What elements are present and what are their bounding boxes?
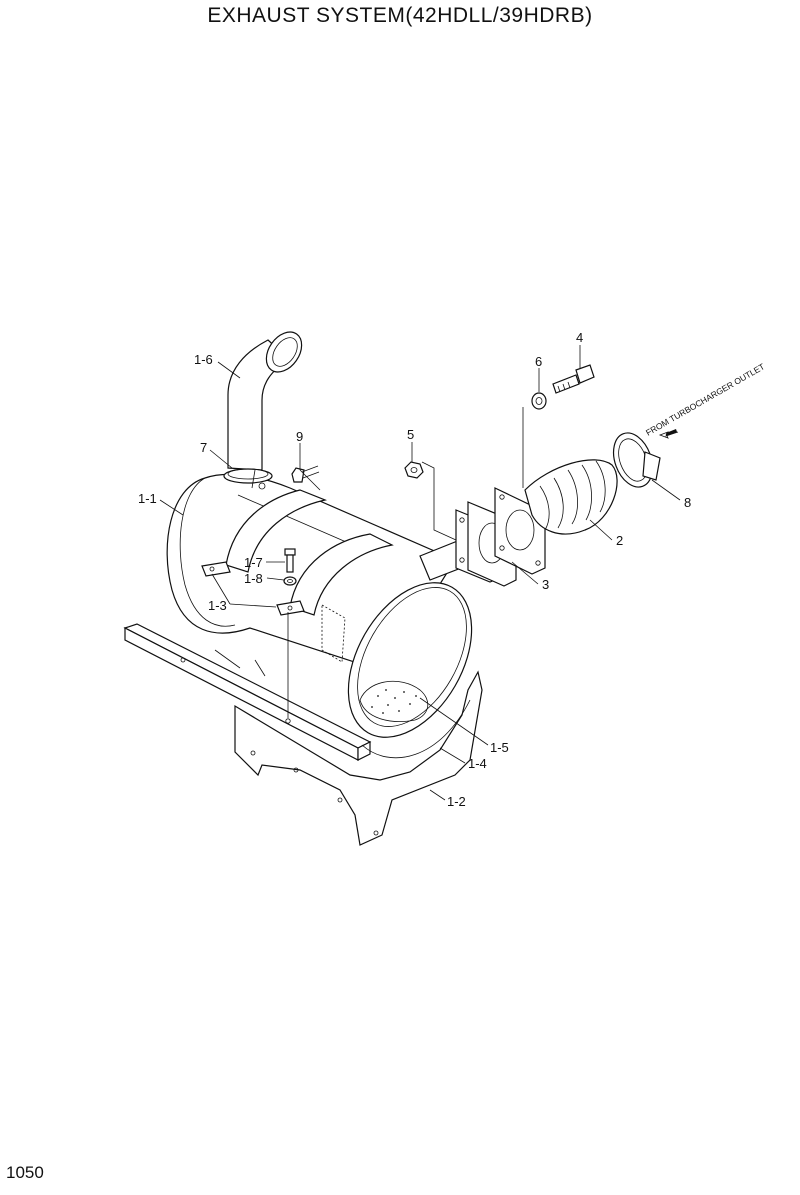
- callout-1-2: 1-2: [447, 794, 466, 809]
- clamp-band: [223, 468, 273, 490]
- v-band-clamp: [612, 432, 661, 488]
- page-number: 1050: [6, 1163, 44, 1182]
- callout-labels: 1-6 7 9 1-1 1-7 1-8 1-3 5 6 4 2 3 8 1-5 …: [138, 330, 691, 809]
- turbo-outlet-note: FROM TURBOCHARGER OUTLET: [644, 361, 766, 437]
- muffler-mount-bracket: [123, 623, 483, 846]
- callout-9: 9: [296, 429, 303, 444]
- callout-1-4: 1-4: [468, 756, 487, 771]
- bolt-1-7: [284, 548, 296, 573]
- callout-3: 3: [542, 577, 549, 592]
- callout-1-6: 1-6: [194, 352, 213, 367]
- callout-7: 7: [200, 440, 207, 455]
- page-title: EXHAUST SYSTEM(42HDLL/39HDRB): [207, 4, 593, 27]
- leader-lines: [159, 345, 681, 801]
- callout-2: 2: [616, 533, 623, 548]
- tail-pipe: [227, 331, 303, 471]
- flow-arrow-icon: [658, 429, 679, 439]
- washer-1-8: [283, 576, 297, 586]
- flexible-bellows: [494, 459, 618, 575]
- washer-6: [531, 392, 547, 410]
- callout-1-3: 1-3: [208, 598, 227, 613]
- bolt-4: [552, 364, 595, 394]
- perforation-dots: [371, 689, 417, 714]
- callout-1-8: 1-8: [244, 571, 263, 586]
- muffler-body: [166, 473, 473, 759]
- callout-1-1: 1-1: [138, 491, 157, 506]
- callout-8: 8: [684, 495, 691, 510]
- callout-1-5: 1-5: [490, 740, 509, 755]
- callout-1-7: 1-7: [244, 555, 263, 570]
- nut-5: [404, 461, 424, 479]
- bolt-9: [291, 465, 320, 483]
- callout-4: 4: [576, 330, 583, 345]
- callout-5: 5: [407, 427, 414, 442]
- callout-6: 6: [535, 354, 542, 369]
